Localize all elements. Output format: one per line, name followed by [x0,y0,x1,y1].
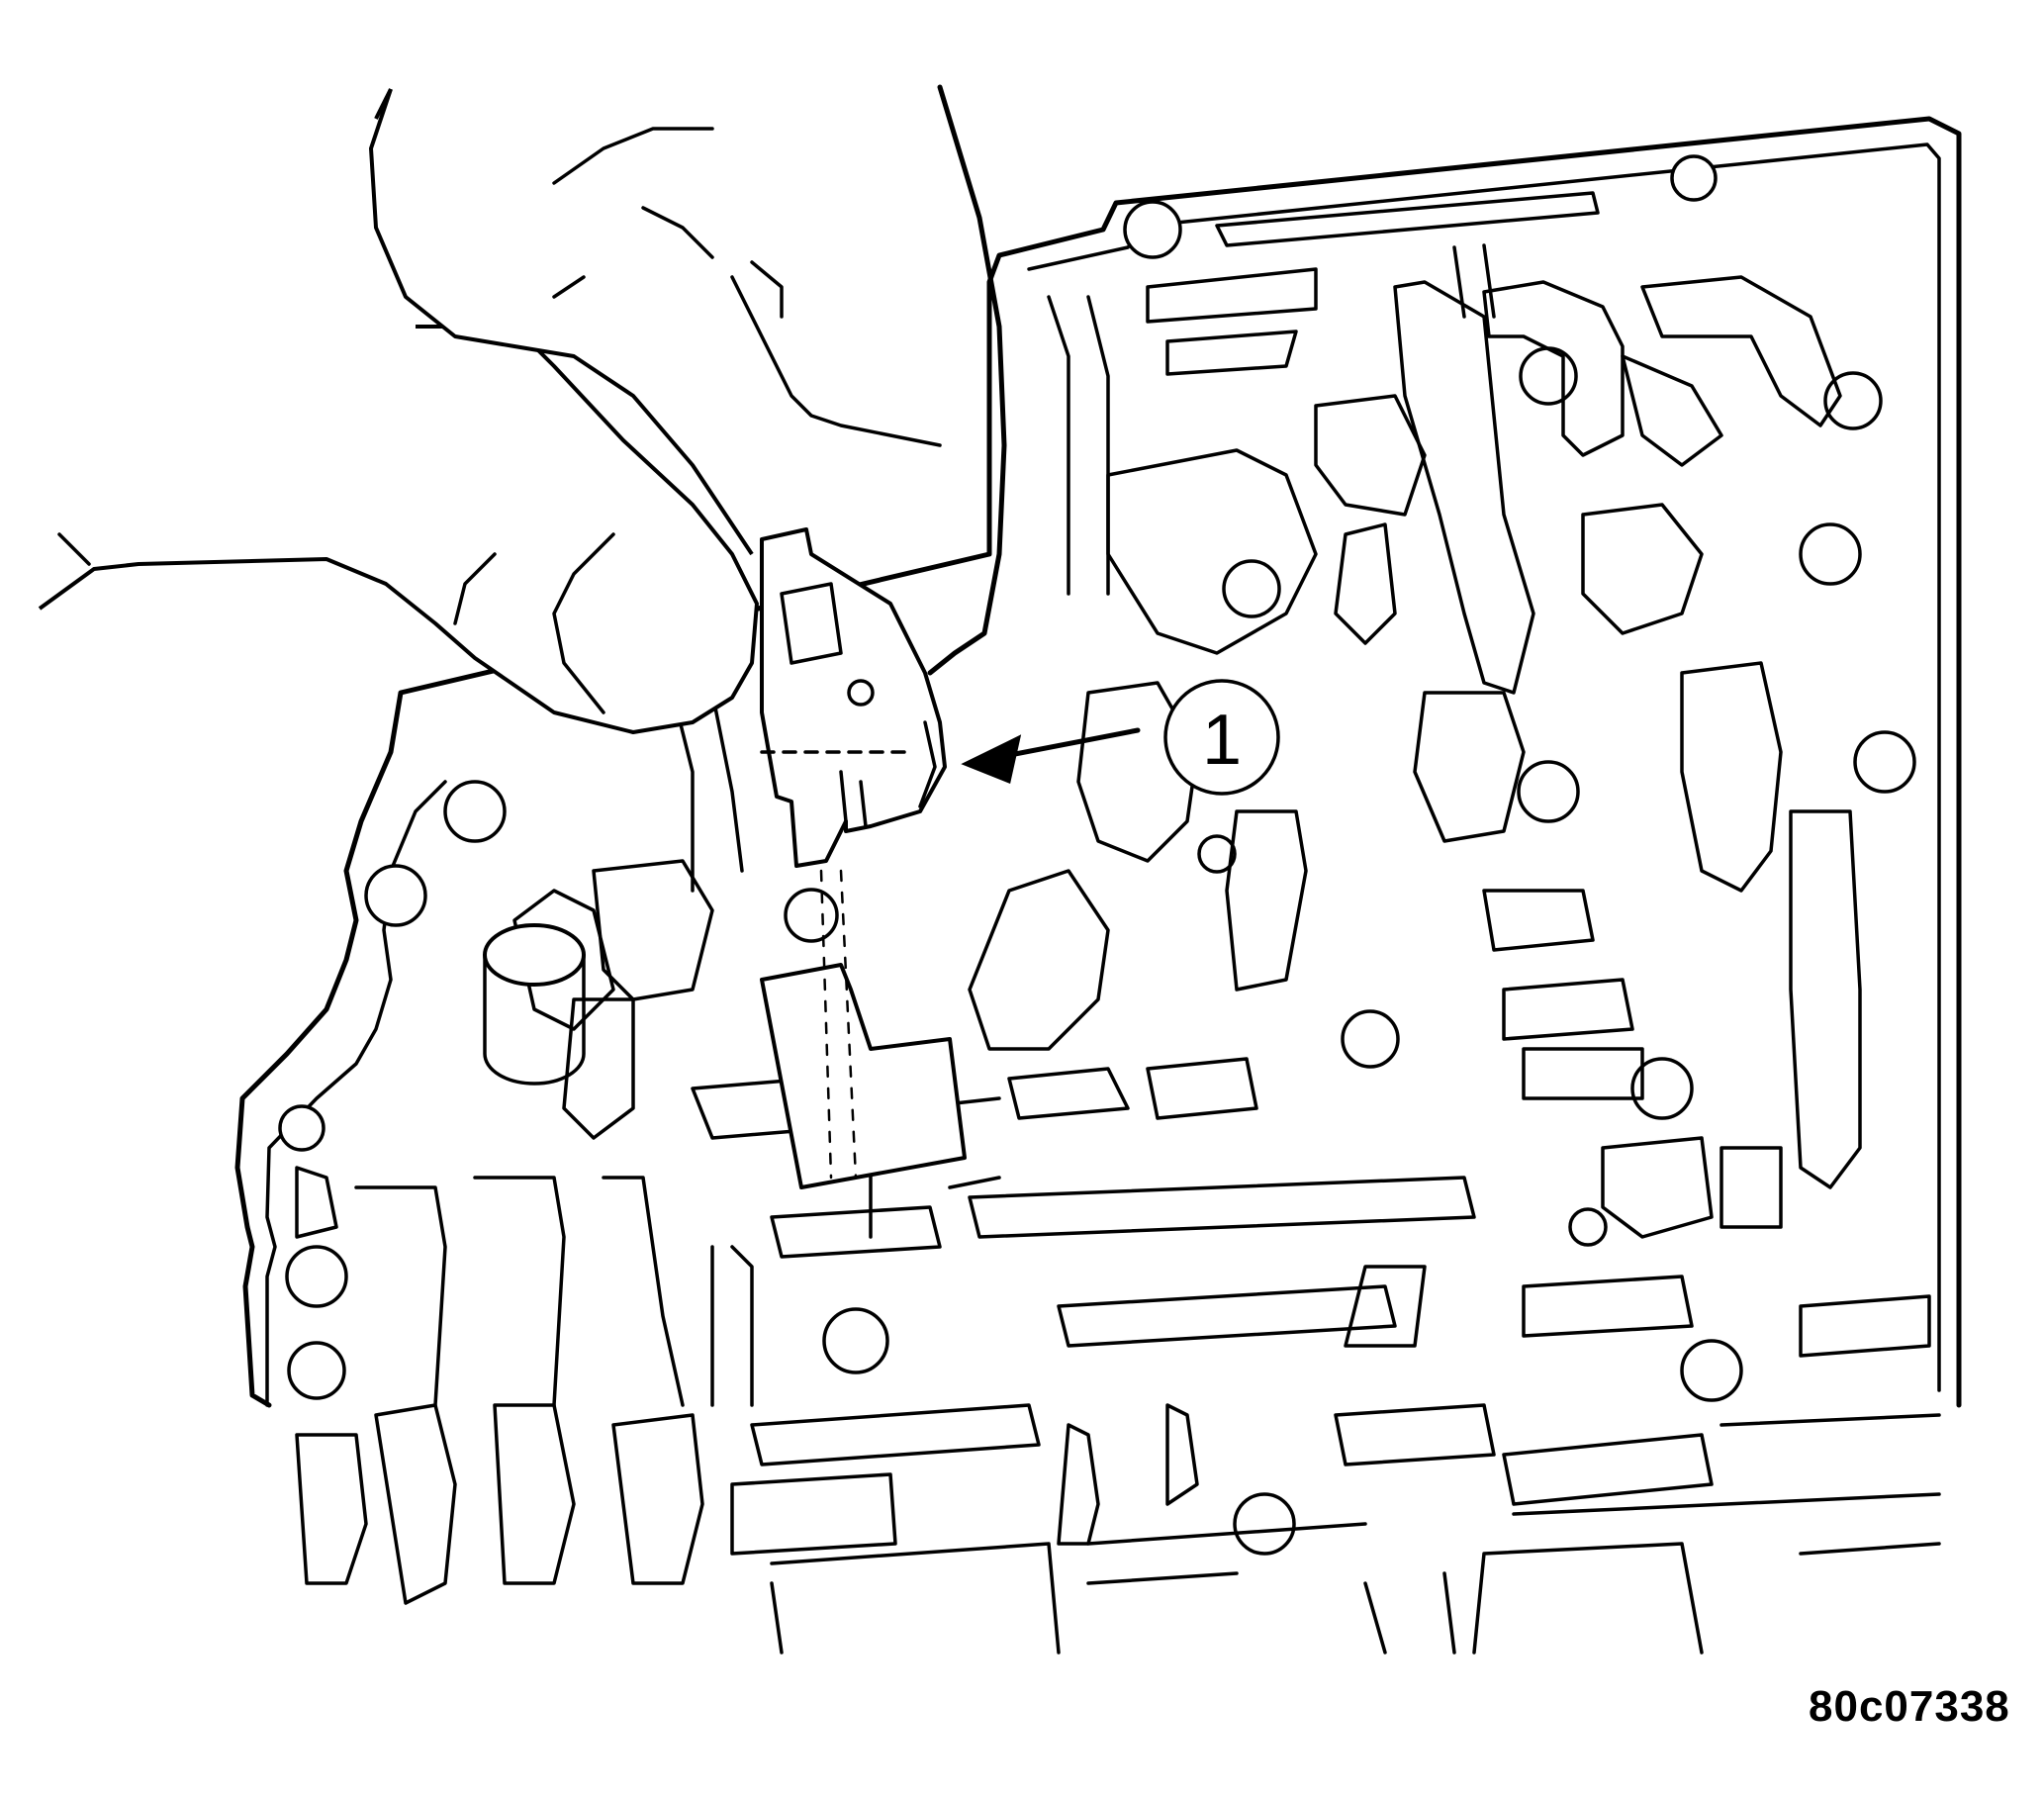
sensor-clip-part [760,527,947,868]
cylindrical-boss [483,923,586,1086]
fluid-passages [295,191,1941,1655]
callout-arrowhead [961,734,1022,785]
callout-circle [1163,679,1280,796]
callout-1: 1 [961,679,1280,796]
hand [38,84,1007,734]
valve-bore-block [760,869,967,1189]
figure-id-label: 80c07338 [1809,1682,2010,1731]
callout-number: 1 [1202,701,1242,780]
